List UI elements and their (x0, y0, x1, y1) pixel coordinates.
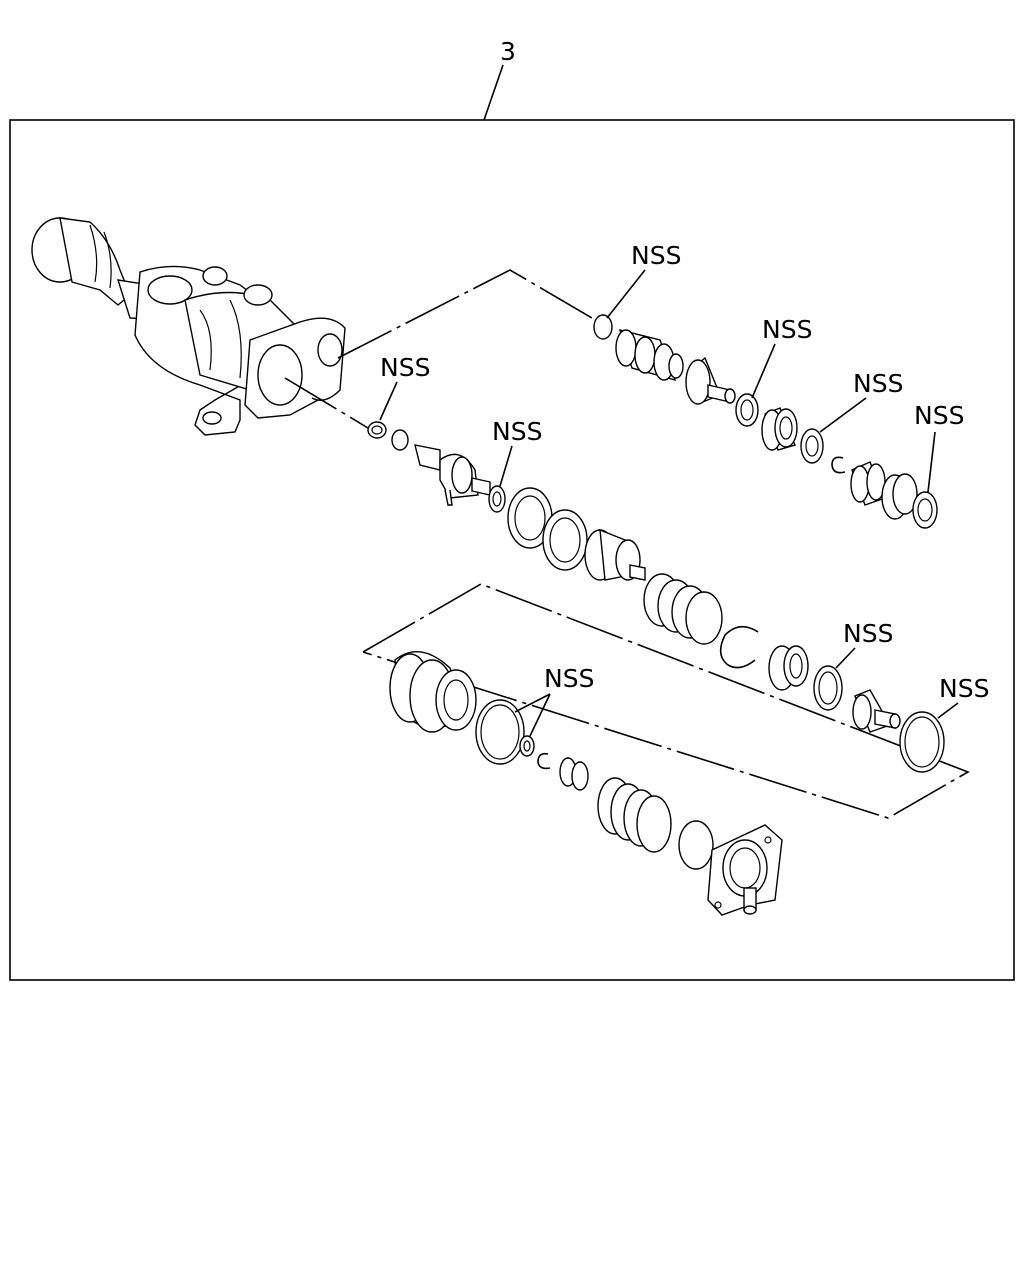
o-ring (367, 421, 387, 439)
nss-callout-2: NSS (751, 315, 812, 399)
retainer (881, 473, 918, 520)
cylinder-piston (389, 651, 477, 733)
nss-label: NSS (631, 241, 681, 270)
nss-callout-3: NSS (819, 369, 903, 433)
end-cover (707, 824, 783, 916)
plunger (685, 356, 736, 405)
snap-ring (537, 752, 551, 770)
nss-label: NSS (914, 401, 964, 430)
nss-callout-6: NSS (492, 417, 542, 487)
small-spring-seat (850, 461, 886, 506)
snap-ring (831, 456, 846, 474)
valve-housing (31, 217, 346, 436)
nss-callout-1: NSS (606, 241, 681, 319)
assembly-line-upper (337, 269, 593, 359)
callout-number-3: 3 (500, 37, 516, 66)
small-spool (559, 757, 589, 791)
nss-callout-9: NSS (514, 664, 594, 737)
callout-leader (483, 64, 504, 121)
o-ring (912, 491, 938, 529)
large-o-ring (899, 711, 945, 773)
return-spring (597, 777, 672, 853)
nss-callout-7: NSS (835, 619, 893, 669)
nss-label: NSS (492, 417, 542, 446)
bushing (768, 645, 809, 691)
kit-frame (9, 119, 1015, 981)
nss-label: NSS (544, 664, 594, 693)
spool-valve (615, 329, 684, 382)
o-ring (735, 393, 759, 427)
sleeve (761, 407, 798, 451)
gasket (678, 820, 714, 870)
nss-label: NSS (939, 674, 989, 703)
coil-spring (643, 573, 723, 645)
snap-ring (719, 625, 759, 669)
nss-callout-5: NSS (379, 353, 430, 421)
nss-label: NSS (843, 619, 893, 648)
nss-label: NSS (853, 369, 903, 398)
assembly-line-lower (362, 583, 970, 819)
nss-label: NSS (380, 353, 430, 382)
o-ring (519, 735, 535, 757)
washer (391, 429, 409, 451)
nss-callout-8: NSS (937, 674, 989, 719)
o-ring (800, 428, 824, 464)
large-o-ring (475, 699, 525, 765)
o-ring (593, 314, 613, 340)
nss-label: NSS (762, 315, 812, 344)
nss-callout-4: NSS (914, 401, 964, 493)
assembly-line-housing (284, 377, 369, 429)
valve-stem (414, 444, 491, 506)
end-plug (852, 689, 901, 733)
o-ring (488, 485, 506, 513)
piston (584, 528, 646, 581)
